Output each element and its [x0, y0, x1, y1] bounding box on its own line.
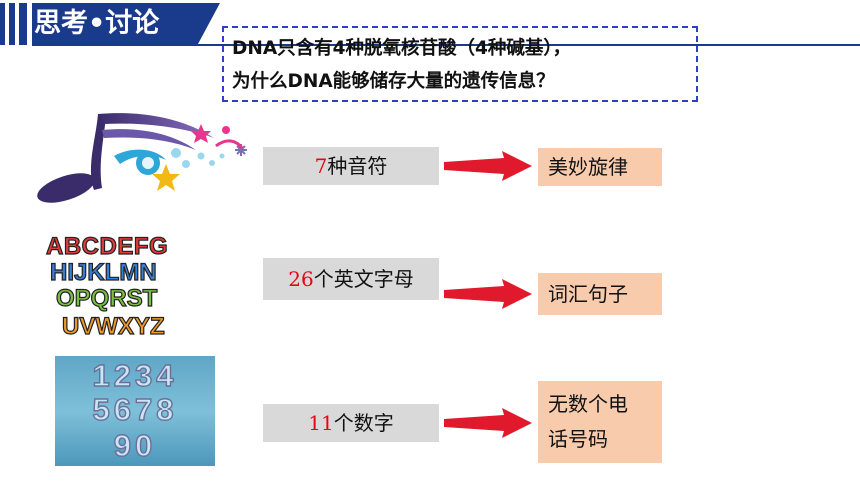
music-note-image [36, 108, 258, 206]
letters-count-label: 个英文字母 [314, 267, 414, 291]
alphabet-row: OPQRST [56, 285, 158, 312]
digits-count-label: 个数字 [334, 411, 394, 435]
number-digits-image: 1234 5678 90 [55, 356, 215, 466]
alphabet-row: HIJKLMN [50, 259, 157, 286]
alphabet-row: UVWXYZ [62, 313, 165, 340]
question-box: DNA只含有4种脱氧核苷酸（4种碱基）， 为什么DNA能够储存大量的遗传信息？ [222, 26, 698, 102]
notes-result-text: 美妙旋律 [548, 148, 662, 186]
arrow-right-icon [442, 150, 534, 182]
digits-count-box: 11个数字 [263, 404, 439, 442]
digits-result-line-2: 话号码 [548, 422, 662, 457]
letters-count-number: 26 [288, 267, 313, 291]
notes-result-box: 美妙旋律 [538, 148, 662, 186]
letters-result-box: 词汇句子 [538, 273, 662, 315]
question-line-1: DNA只含有4种脱氧核苷酸（4种碱基）， [232, 32, 688, 65]
alphabet-letters-image: ABCDEFG HIJKLMN OPQRST UVWXYZ [44, 230, 222, 340]
arrow-right-icon [442, 278, 534, 310]
notes-count-box: 7种音符 [263, 147, 439, 185]
letters-result-text: 词汇句子 [548, 273, 662, 315]
page-title: 思考•讨论 [32, 3, 220, 45]
arrow-right-icon [442, 407, 534, 439]
digit-row: 90 [114, 428, 156, 463]
digit-row: 1234 [93, 358, 178, 393]
alphabet-row: ABCDEFG [46, 233, 168, 260]
letters-count-box: 26个英文字母 [263, 258, 439, 300]
digits-result-line-1: 无数个电 [548, 387, 662, 422]
question-line-2: 为什么DNA能够储存大量的遗传信息？ [232, 65, 688, 98]
digits-count-number: 11 [308, 411, 333, 435]
notes-count-label: 种音符 [327, 154, 387, 178]
digit-row: 5678 [93, 392, 178, 427]
notes-count-number: 7 [315, 154, 328, 178]
digits-result-box: 无数个电 话号码 [538, 381, 662, 463]
